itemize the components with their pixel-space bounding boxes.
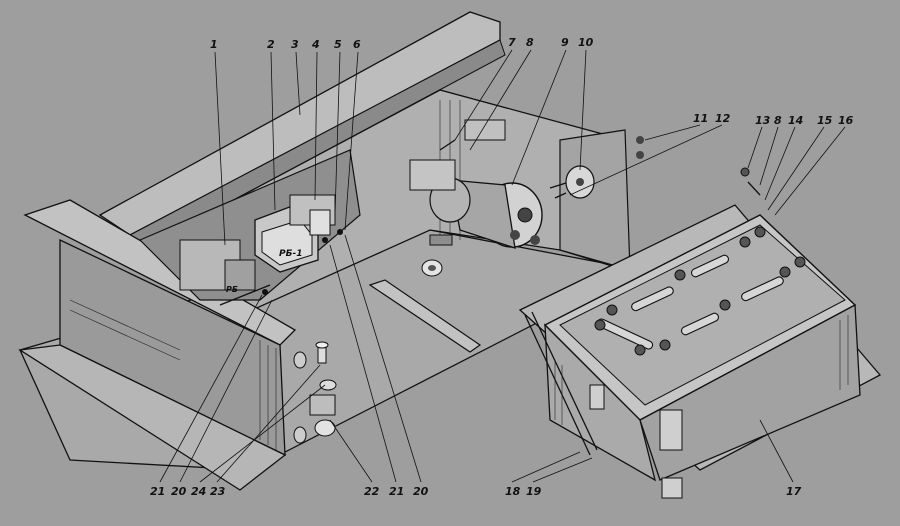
callout-6: 6 [353, 38, 361, 51]
callout-4: 4 [311, 38, 320, 51]
battery-assembly [518, 167, 882, 499]
leader-lines [159, 49, 846, 483]
front-channel [18, 199, 297, 491]
callout-1: 1 [210, 38, 218, 51]
callout-20a: 20 [171, 485, 187, 498]
relay-marking: РБ-1 [279, 249, 302, 259]
callout-21a: 21 [150, 485, 165, 498]
callout-7: 7 [508, 36, 516, 49]
callout-20b: 20 [413, 485, 429, 498]
callout-10: 10 [578, 36, 594, 49]
callout-24: 24 [191, 485, 206, 498]
callout-18: 18 [505, 485, 521, 498]
relay-panel: РБ РБ-1 [138, 149, 361, 306]
relay-small-marking: РБ [226, 285, 238, 294]
callout-14: 14 [788, 114, 803, 127]
callout-2: 2 [267, 38, 275, 51]
flat-strip [368, 279, 482, 353]
callout-8a: 8 [526, 36, 534, 49]
callout-15: 15 [817, 114, 833, 127]
callout-23: 23 [210, 485, 226, 498]
callout-12: 12 [715, 112, 731, 125]
callout-17: 17 [786, 485, 802, 498]
callout-13: 13 [755, 114, 771, 127]
callout-3: 3 [291, 38, 299, 51]
callout-21b: 21 [389, 485, 404, 498]
callout-19: 19 [526, 485, 542, 498]
top-fasteners [439, 136, 644, 159]
callout-8b: 8 [774, 114, 782, 127]
callout-labels-bottom: 21 20 24 23 22 21 20 18 19 17 [150, 485, 802, 498]
callout-labels-top: 1 2 3 4 5 6 7 8 9 10 11 12 13 8 14 15 16 [210, 36, 854, 127]
callout-16: 16 [838, 114, 854, 127]
callout-9: 9 [561, 36, 569, 49]
fasteners-front [293, 341, 337, 444]
callout-11: 11 [693, 112, 708, 125]
callout-22: 22 [364, 485, 380, 498]
callout-5: 5 [334, 38, 342, 51]
electric-motor [409, 119, 543, 277]
